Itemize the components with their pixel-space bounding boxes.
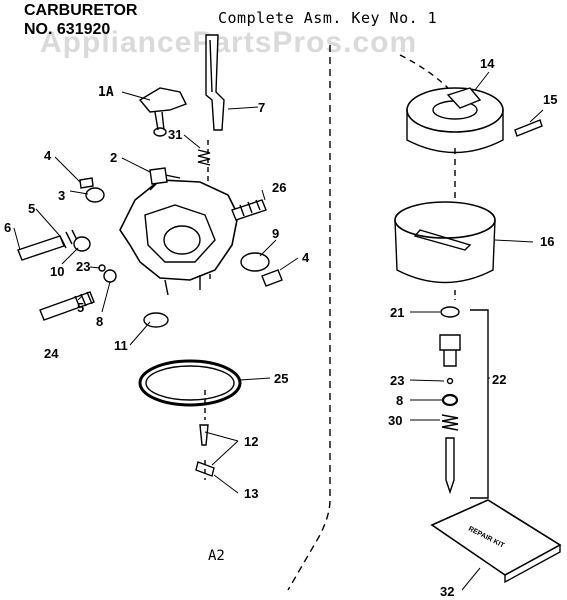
callout-7: 7 [258,100,265,115]
callout-25: 25 [274,371,288,386]
screw-part-4-right [261,269,283,287]
assembly-outline [287,45,331,591]
diagram-title: CARBURETOR [24,2,138,19]
screw-part-24 [39,291,95,321]
needle-part-12 [199,424,209,446]
figure-label: A2 [208,548,225,564]
callout-15: 15 [543,92,557,107]
throttle-rod-part-7 [205,34,225,131]
assembly-link-top [399,54,451,91]
callout-6: 6 [4,220,11,235]
callout-11: 11 [114,338,128,353]
callout-4-right: 4 [302,250,310,265]
callout-5-lower: 5 [77,300,84,315]
callout-2: 2 [110,150,117,165]
callout-23-right: 23 [390,373,404,388]
callout-32: 32 [440,584,454,599]
callout-5-upper: 5 [28,201,35,216]
bracket-part-1A [138,87,187,137]
callout-21: 21 [390,305,404,320]
repair-kit-bracket-22 [470,309,489,499]
callout-3: 3 [58,188,65,203]
washer-part-8-right [441,393,459,407]
watermark-text: AppliancePartsPros.com [40,26,418,59]
repair-kit-part-32 [430,499,562,584]
callout-30: 30 [388,413,402,428]
screw-part-2 [149,167,168,185]
callout-8-left: 8 [96,314,103,329]
callout-14: 14 [480,56,495,71]
needle-seat [439,334,461,367]
float-bowl-part-16 [394,201,496,284]
leader-lines [13,71,544,591]
callout-31: 31 [168,127,182,142]
gasket-part-10 [73,236,91,252]
callout-22: 22 [492,372,506,387]
screw-part-4-left [79,177,94,189]
callout-4-left: 4 [44,148,52,163]
callout-9: 9 [272,226,279,241]
gasket-ring-part-25 [138,359,242,407]
diagram-subtitle: Complete Asm. Key No. 1 [218,9,438,27]
disk-part-3 [85,187,105,203]
callout-1A: 1A [98,85,114,100]
callout-16: 16 [540,234,554,249]
callout-8-right: 8 [396,393,403,408]
callout-23-left: 23 [76,259,90,274]
callout-24: 24 [44,346,59,361]
pin-part-15 [514,119,543,137]
callout-12: 12 [244,434,258,449]
washer-part-8 [103,269,117,283]
float-part-14 [406,87,504,154]
carburetor-number: NO. 631920 [24,21,111,38]
callout-10: 10 [50,264,64,279]
washer-part-21 [440,306,460,318]
gasket-part-11 [143,312,169,328]
washer-part-23-right [446,377,454,385]
spring-part-30 [441,414,459,431]
disk-part-9 [240,252,270,272]
needle-part-6 [17,235,65,261]
inlet-needle [445,437,455,495]
callout-26: 26 [272,180,286,195]
carburetor-body [119,174,239,296]
pin-part-13 [195,461,215,477]
spring-part-31 [197,149,211,166]
callout-13: 13 [244,486,258,501]
